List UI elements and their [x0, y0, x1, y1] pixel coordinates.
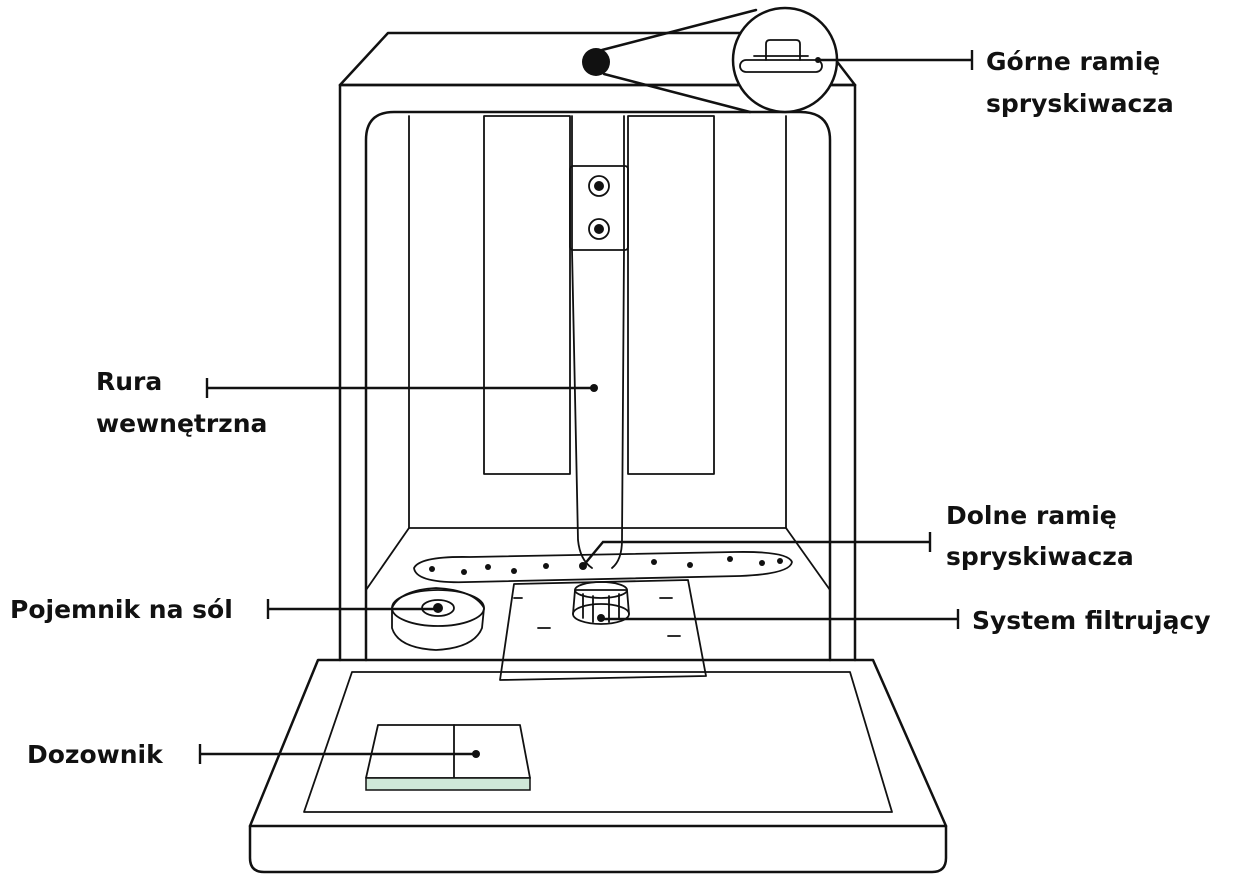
spray-arm-hole — [461, 569, 467, 575]
spray-arm-hole — [651, 559, 657, 565]
label-upper-arm-line2: spryskiwacza — [986, 89, 1174, 118]
dishwasher-cabinet — [338, 31, 857, 662]
inner-pipe-pointer-dot — [590, 384, 598, 392]
filter-cylinder-top — [574, 581, 628, 599]
pipe-left-edge — [571, 115, 593, 569]
spray-arm-hole — [511, 568, 517, 574]
label-dispenser: Dozownik — [27, 740, 164, 769]
leader-lower-arm — [582, 540, 930, 567]
pipe-nozzle-top-core — [594, 181, 604, 191]
dispenser — [365, 724, 531, 791]
filter-plate — [499, 579, 707, 681]
label-lower-arm-line1: Dolne ramię — [946, 501, 1117, 530]
spray-arm-body — [413, 551, 793, 584]
salt-cap-body — [391, 587, 485, 651]
spray-arm-hole — [727, 556, 733, 562]
callout-cone-bottom — [602, 72, 752, 114]
door-front-edge — [248, 824, 948, 874]
door-outer — [248, 658, 948, 828]
magnifier-spray-arm — [739, 59, 823, 73]
tub-floor-left — [365, 527, 410, 591]
dispenser-lid — [365, 724, 531, 779]
lower-spray-arm — [413, 551, 793, 584]
magnifier-arm-hub — [765, 39, 801, 61]
spray-arm-hole — [485, 564, 491, 570]
dispenser-strip — [365, 777, 531, 791]
label-filter-system: System filtrujący — [972, 606, 1211, 635]
back-panel-left — [483, 115, 571, 475]
label-inner-pipe-line2: wewnętrzna — [96, 409, 267, 438]
back-panel-right — [627, 115, 715, 475]
spray-arm-hole — [759, 560, 765, 566]
upper-arm-callout — [582, 6, 839, 114]
dishwasher-door — [248, 658, 948, 874]
inner-pipe — [569, 115, 629, 569]
callout-cone-top — [600, 8, 758, 52]
pipe-right-edge — [611, 115, 625, 569]
salt-container — [391, 587, 485, 651]
pipe-connector-block — [569, 165, 629, 251]
upper-arm-dot — [582, 48, 610, 76]
spray-arm-hole — [543, 563, 549, 569]
filter-system — [499, 579, 707, 681]
tub-outline — [364, 110, 832, 662]
tub-floor-right — [785, 527, 831, 591]
label-inner-pipe-line1: Rura — [96, 367, 162, 396]
label-salt-container: Pojemnik na sól — [10, 595, 233, 624]
pipe-nozzle-bottom — [588, 218, 610, 240]
tub-back-wall — [408, 115, 787, 529]
label-upper-arm-line1: Górne ramię — [986, 47, 1160, 76]
pipe-nozzle-top — [588, 175, 610, 197]
filter-cylinder-side — [572, 589, 630, 615]
spray-arm-hole — [777, 558, 783, 564]
spray-arm-hole — [429, 566, 435, 572]
spray-arm-hole — [687, 562, 693, 568]
door-inner-panel — [303, 671, 893, 813]
labels: Górne ramię spryskiwacza Rura wewnętrzna… — [10, 47, 1211, 769]
label-lower-arm-line2: spryskiwacza — [946, 542, 1134, 571]
pipe-nozzle-bottom-core — [594, 224, 604, 234]
leader-lines — [198, 50, 974, 764]
